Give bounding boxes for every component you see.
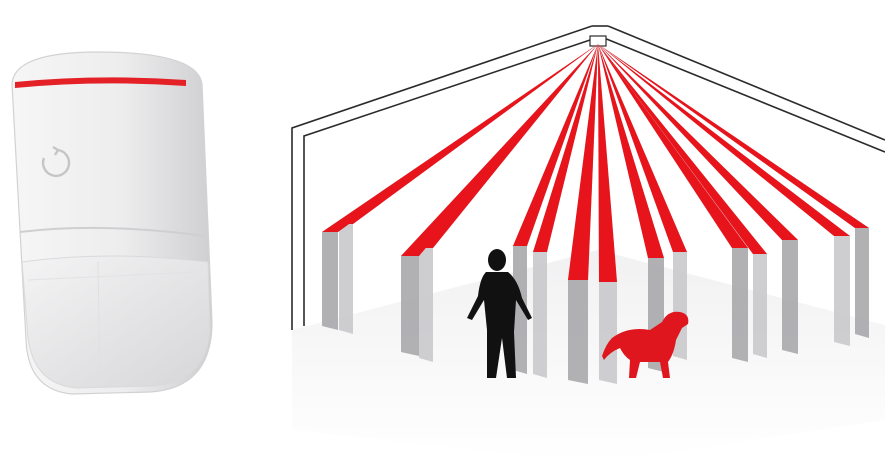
room-scene (292, 26, 885, 463)
ceiling-sensor-icon (590, 36, 606, 46)
detection-beam-red (568, 44, 598, 280)
motion-sensor-icon (12, 52, 212, 394)
